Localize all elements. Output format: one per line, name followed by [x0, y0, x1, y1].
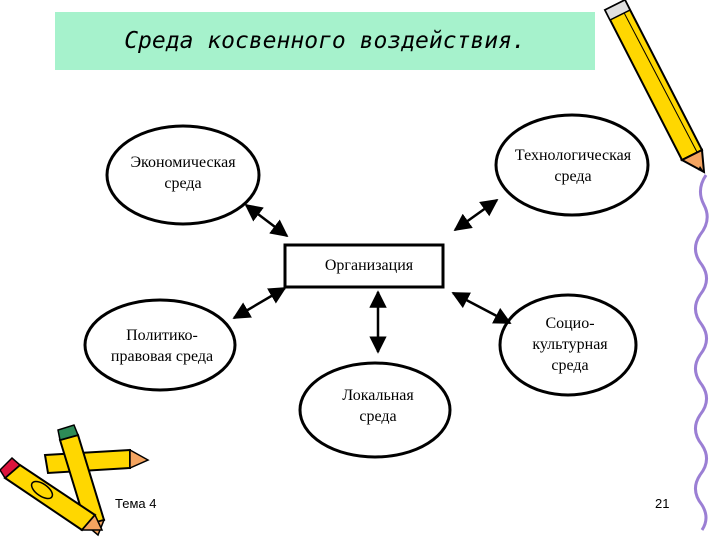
economic-ellipse	[105, 124, 261, 226]
arrow-economic	[244, 203, 289, 238]
organization-label: Организация	[324, 257, 414, 274]
pencils-icon	[0, 424, 150, 537]
political-label: Политико- правовая среда	[110, 327, 214, 365]
economic-label: Экономическая среда	[130, 154, 236, 192]
topic-label: Тема 4	[115, 496, 157, 511]
page-number: 21	[655, 496, 670, 511]
technological-ellipse	[494, 113, 650, 217]
political-ellipse	[83, 298, 237, 392]
organization-box	[283, 243, 445, 289]
arrow-political	[232, 286, 287, 320]
page-title: Среда косвенного воздействия.	[124, 28, 526, 54]
sociocultural-ellipse	[498, 293, 638, 397]
arrow-sociocultural	[451, 291, 512, 325]
title-banner: Среда косвенного воздействия.	[55, 12, 595, 70]
wavy-border	[694, 174, 709, 531]
local-ellipse	[298, 361, 452, 459]
arrow-technological	[453, 198, 499, 232]
pencil-icon	[603, 0, 706, 174]
local-label: Локальная среда	[342, 387, 414, 425]
technological-label: Технологическая среда	[514, 147, 632, 185]
sociocultural-label: Социо- культурная среда	[532, 315, 608, 374]
